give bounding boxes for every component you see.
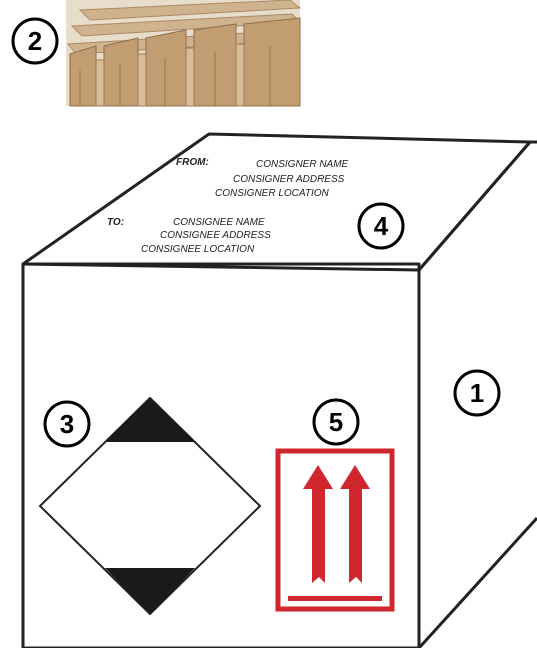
baseline-bar (288, 596, 382, 601)
svg-text:2: 2 (28, 26, 42, 56)
consignee-location: CONSIGNEE LOCATION (141, 244, 255, 255)
consigner-address: CONSIGNER ADDRESS (233, 174, 345, 185)
svg-text:4: 4 (374, 211, 389, 241)
this-way-up-label (278, 451, 392, 609)
consignee-name: CONSIGNEE NAME (173, 217, 265, 228)
svg-text:5: 5 (329, 407, 343, 437)
callout-1: 1 (455, 371, 499, 415)
svg-text:3: 3 (60, 409, 74, 439)
callout-4: 4 (359, 204, 403, 248)
from-label: FROM: (176, 157, 209, 168)
address-label: FROM: CONSIGNER NAME CONSIGNER ADDRESS C… (107, 157, 349, 255)
callout-3: 3 (45, 402, 89, 446)
consignee-address: CONSIGNEE ADDRESS (160, 230, 271, 241)
cardboard-dividers-image (66, 0, 300, 106)
svg-text:1: 1 (470, 378, 484, 408)
callout-5: 5 (314, 400, 358, 444)
consigner-name: CONSIGNER NAME (256, 159, 349, 170)
consigner-location: CONSIGNER LOCATION (215, 188, 329, 199)
callout-2: 2 (13, 19, 57, 63)
to-label: TO: (107, 217, 124, 228)
